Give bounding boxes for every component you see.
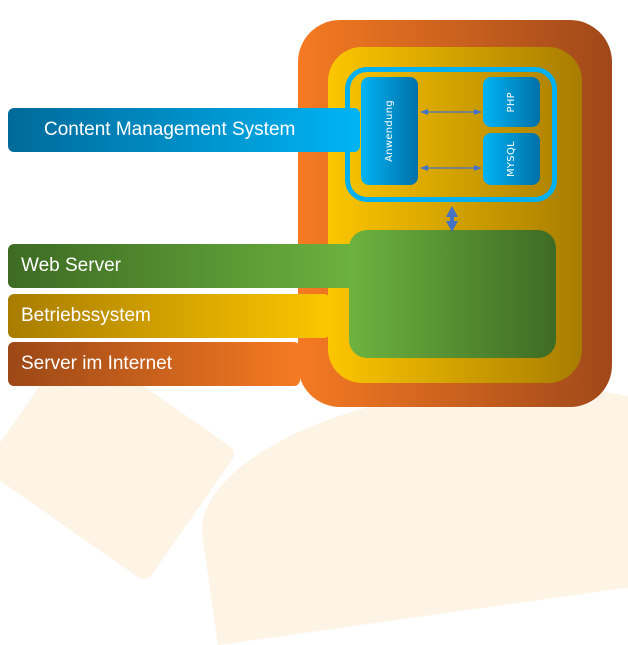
mysql-box: MYSQL bbox=[483, 133, 540, 185]
webserver-layer-label: Web Server bbox=[8, 244, 360, 288]
webserver-layer-box bbox=[349, 230, 556, 358]
php-label: PHP bbox=[506, 91, 517, 113]
application-box: Anwendung bbox=[361, 77, 418, 185]
webserver-label-text: Web Server bbox=[21, 255, 121, 276]
application-label: Anwendung bbox=[384, 100, 395, 162]
server-layer-label: Server im Internet bbox=[8, 342, 300, 386]
server-label-text: Server im Internet bbox=[21, 353, 172, 374]
cms-layer-ring bbox=[345, 67, 557, 202]
cms-layer-label: Content Management System bbox=[8, 108, 360, 152]
os-layer-label: Betriebssystem bbox=[8, 294, 330, 338]
cms-label-text: Content Management System bbox=[44, 119, 296, 140]
mysql-label: MYSQL bbox=[506, 140, 517, 178]
php-box: PHP bbox=[483, 77, 540, 127]
os-label-text: Betriebssystem bbox=[21, 305, 151, 326]
